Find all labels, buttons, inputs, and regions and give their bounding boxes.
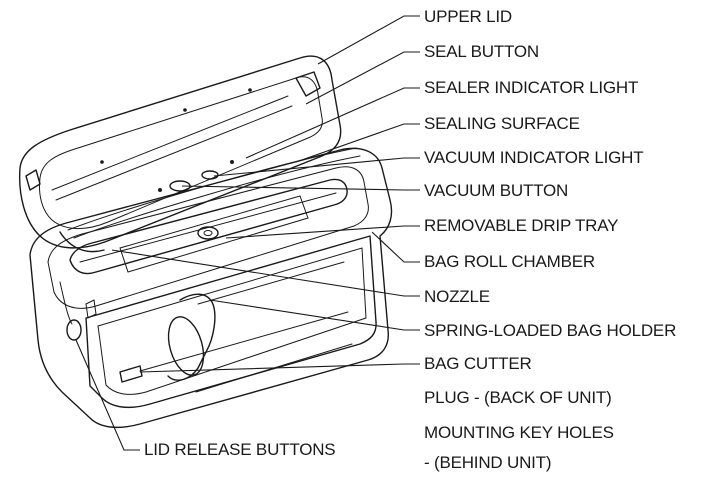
- label-spring-loaded-bag-holder: SPRING-LOADED BAG HOLDER: [424, 321, 677, 340]
- upper-lid-drawing: [18, 55, 342, 253]
- label-bag-cutter: BAG CUTTER: [424, 354, 532, 373]
- leader-lines: [75, 15, 420, 451]
- label-upper-lid: UPPER LID: [424, 7, 512, 26]
- label-plug: PLUG - (BACK OF UNIT): [424, 388, 612, 407]
- label-vacuum-button: VACUUM BUTTON: [424, 181, 569, 200]
- label-sealing-surface: SEALING SURFACE: [424, 114, 580, 133]
- label-seal-button: SEAL BUTTON: [424, 42, 539, 61]
- label-mounting-key-holes: MOUNTING KEY HOLES: [424, 423, 614, 442]
- label-vacuum-indicator-light: VACUUM INDICATOR LIGHT: [424, 148, 644, 167]
- label-removable-drip-tray: REMOVABLE DRIP TRAY: [424, 216, 619, 235]
- label-mounting-key-holes-note: - (BEHIND UNIT): [424, 453, 552, 472]
- label-bag-roll-chamber: BAG ROLL CHAMBER: [424, 252, 595, 271]
- label-nozzle: NOZZLE: [424, 287, 490, 306]
- label-sealer-indicator-light: SEALER INDICATOR LIGHT: [424, 78, 639, 97]
- label-lid-release-buttons: LID RELEASE BUTTONS: [144, 440, 336, 459]
- base-unit-drawing: [29, 147, 393, 429]
